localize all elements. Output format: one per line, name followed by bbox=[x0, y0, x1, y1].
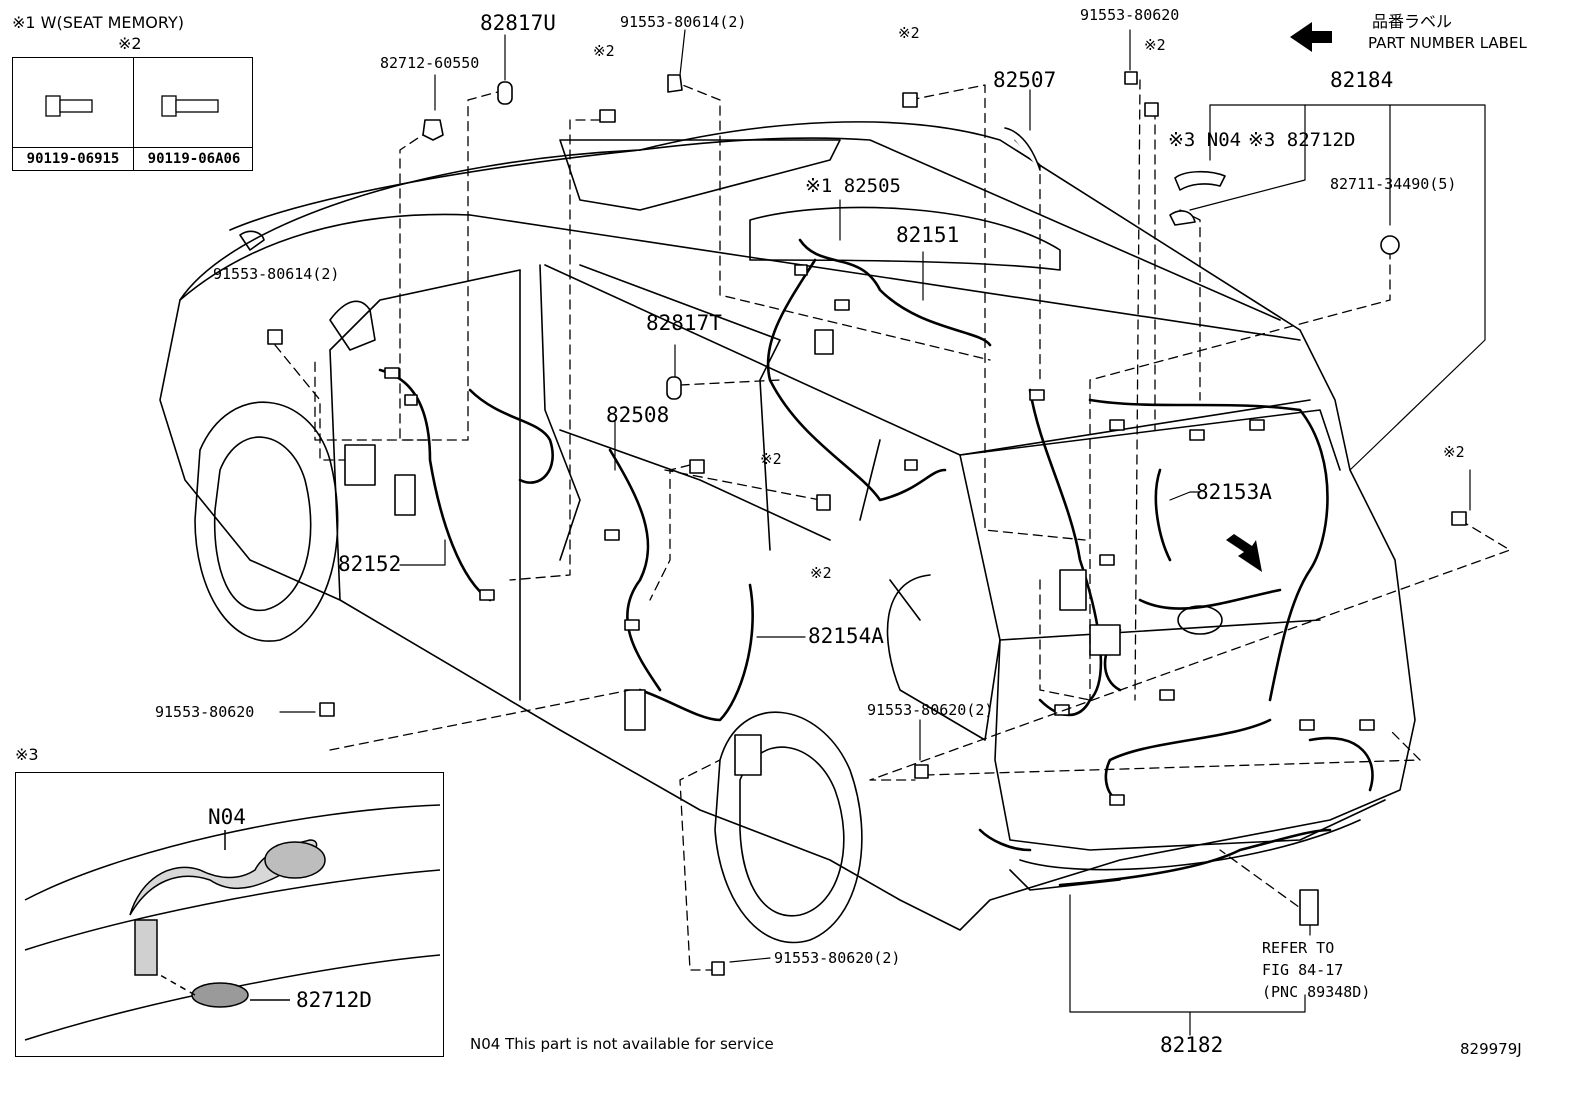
callout-91553-80614-top[interactable]: 91553-80614(2) bbox=[620, 13, 747, 31]
figure-id: 829979J bbox=[1460, 1040, 1522, 1058]
callout-82151[interactable]: 82151 bbox=[896, 223, 960, 247]
callout-82184[interactable]: 82184 bbox=[1330, 68, 1394, 92]
detail-3-title: ※3 bbox=[15, 745, 39, 764]
legend-right-part-number: 90119-06A06 bbox=[147, 151, 241, 167]
footer-note: N04 This part is not available for servi… bbox=[470, 1035, 774, 1053]
part-icons bbox=[267, 71, 1467, 976]
part-number-label-arrow bbox=[1226, 534, 1262, 572]
note-2-legend: ※2 bbox=[118, 34, 142, 53]
callout-82505[interactable]: ※1 82505 bbox=[805, 175, 901, 197]
legend-bolt-icons bbox=[45, 95, 219, 117]
note-2-a: ※2 bbox=[593, 42, 615, 60]
callout-82152[interactable]: 82152 bbox=[338, 552, 402, 576]
detail-3-box bbox=[15, 772, 444, 1057]
wire-harnesses bbox=[378, 238, 1374, 887]
callout-82712D-top[interactable]: ※3 82712D bbox=[1248, 129, 1356, 151]
callout-82154A[interactable]: 82154A bbox=[808, 624, 884, 648]
callout-82507[interactable]: 82507 bbox=[993, 68, 1057, 92]
callout-82711-34490[interactable]: 82711-34490(5) bbox=[1330, 175, 1457, 193]
detail-n04-drawing bbox=[24, 804, 441, 1041]
rear-wheel bbox=[714, 711, 863, 944]
leader-lines bbox=[274, 79, 1511, 971]
detail-n04-label[interactable]: N04 bbox=[208, 805, 246, 829]
legend-col-right: 90119-06A06 bbox=[133, 58, 254, 170]
callout-91553-80620-top[interactable]: 91553-80620 bbox=[1080, 6, 1180, 24]
seat-memory-note: ※1 W(SEAT MEMORY) bbox=[12, 13, 184, 32]
callout-91553-80620-bottom[interactable]: 91553-80620(2) bbox=[774, 949, 901, 967]
note-2-d: ※2 bbox=[760, 450, 782, 468]
callout-91553-80620-mid[interactable]: 91553-80620(2) bbox=[867, 701, 994, 719]
legend-divider bbox=[13, 147, 252, 148]
callout-leaders bbox=[279, 29, 1486, 1036]
refer-line-2[interactable]: FIG 84-17 bbox=[1262, 961, 1344, 979]
refer-line-1[interactable]: REFER TO bbox=[1262, 939, 1335, 957]
callout-82508[interactable]: 82508 bbox=[606, 403, 670, 427]
legend-left-part-number: 90119-06915 bbox=[26, 151, 120, 167]
note-2-e: ※2 bbox=[810, 564, 832, 582]
part-number-label-en: PART NUMBER LABEL bbox=[1368, 34, 1527, 52]
refer-line-3[interactable]: (PNC 89348D) bbox=[1262, 983, 1371, 1001]
bolt-legend-box: 90119-06915 90119-06A06 bbox=[12, 57, 253, 171]
callout-n04[interactable]: ※3 N04 bbox=[1168, 129, 1242, 151]
note-2-c: ※2 bbox=[1144, 36, 1166, 54]
callout-82182[interactable]: 82182 bbox=[1160, 1033, 1224, 1057]
callout-82817T[interactable]: 82817T bbox=[646, 311, 722, 335]
note-2-b: ※2 bbox=[898, 24, 920, 42]
part-number-label-jp: 品番ラベル bbox=[1372, 12, 1453, 31]
callout-91553-80614-left[interactable]: 91553-80614(2) bbox=[213, 265, 340, 283]
callout-82712-60550[interactable]: 82712-60550 bbox=[380, 54, 480, 72]
callout-82817U[interactable]: 82817U bbox=[480, 11, 556, 35]
front-wheel bbox=[194, 401, 339, 642]
harness-connectors bbox=[344, 264, 1375, 806]
note-2-f: ※2 bbox=[1443, 443, 1465, 461]
callout-82153A[interactable]: 82153A bbox=[1196, 480, 1272, 504]
callout-91553-80620-left[interactable]: 91553-80620 bbox=[155, 703, 255, 721]
detail-82712D-label[interactable]: 82712D bbox=[296, 988, 372, 1012]
legend-col-left: 90119-06915 bbox=[13, 58, 133, 170]
vehicle-body bbox=[159, 121, 1416, 931]
part-number-label-arrow-legend bbox=[1290, 22, 1332, 52]
